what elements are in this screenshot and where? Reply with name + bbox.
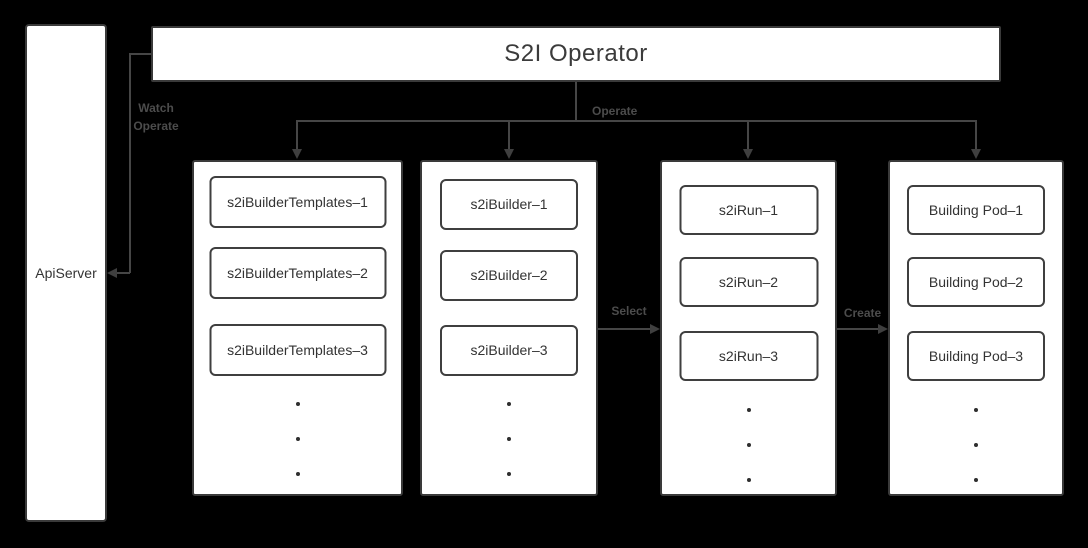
arrow-right-icon <box>650 324 660 334</box>
ellipsis-dots <box>507 402 511 476</box>
ellipsis-dot <box>507 472 511 476</box>
edge-watch-vertical <box>129 53 131 273</box>
node-s2i-builder-2: s2iBuilder–2 <box>440 250 578 301</box>
column-s2i-run: s2iRun–1 s2iRun–2 s2iRun–3 <box>660 160 837 496</box>
ellipsis-dot <box>746 478 751 482</box>
arrow-left-icon <box>107 268 117 278</box>
node-s2i-builder-templates-3: s2iBuilderTemplates–3 <box>209 324 386 376</box>
edge-select <box>598 328 651 330</box>
label-create: Create <box>843 306 882 320</box>
arrow-down-icon <box>743 149 753 159</box>
ellipsis-dot <box>295 402 300 406</box>
edge-drop-4 <box>975 120 977 150</box>
edge-create <box>837 328 879 330</box>
edge-drop-2 <box>508 120 510 150</box>
ellipsis-dots <box>746 408 751 482</box>
edge-drop-1 <box>296 120 298 150</box>
label-watch-operate: Watch Operate <box>121 99 191 135</box>
edge-operate-stub <box>575 82 577 122</box>
arrow-right-icon <box>878 324 888 334</box>
node-building-pod-2: Building Pod–2 <box>907 257 1045 307</box>
column-s2i-builder: s2iBuilder–1 s2iBuilder–2 s2iBuilder–3 <box>420 160 598 496</box>
s2i-operator-label: S2I Operator <box>504 40 648 67</box>
node-s2i-run-2: s2iRun–2 <box>679 257 818 307</box>
edge-watch-top-segment <box>130 53 151 55</box>
ellipsis-dot <box>974 478 978 482</box>
node-s2i-run-1: s2iRun–1 <box>679 185 818 235</box>
ellipsis-dot <box>746 408 751 412</box>
ellipsis-dots <box>295 402 300 476</box>
edge-operate-branch <box>296 120 977 122</box>
edge-drop-3 <box>747 120 749 150</box>
edge-watch-bottom-segment <box>116 272 130 274</box>
node-s2i-run-3: s2iRun–3 <box>679 331 818 381</box>
column-s2i-builder-templates: s2iBuilderTemplates–1 s2iBuilderTemplate… <box>192 160 403 496</box>
ellipsis-dot <box>974 408 978 412</box>
label-watch-line1: Watch <box>138 101 174 115</box>
ellipsis-dot <box>746 443 751 447</box>
column-building-pod: Building Pod–1 Building Pod–2 Building P… <box>888 160 1064 496</box>
ellipsis-dot <box>507 437 511 441</box>
label-select: Select <box>611 304 647 318</box>
api-server-box: ApiServer <box>25 24 107 522</box>
node-s2i-builder-templates-1: s2iBuilderTemplates–1 <box>209 176 386 228</box>
label-watch-line2: Operate <box>133 119 179 133</box>
ellipsis-dot <box>295 472 300 476</box>
ellipsis-dots <box>974 408 978 482</box>
label-operate: Operate <box>592 104 638 118</box>
s2i-operator-box: S2I Operator <box>151 26 1001 82</box>
arrow-down-icon <box>292 149 302 159</box>
node-building-pod-1: Building Pod–1 <box>907 185 1045 235</box>
ellipsis-dot <box>295 437 300 441</box>
node-s2i-builder-3: s2iBuilder–3 <box>440 325 578 376</box>
node-building-pod-3: Building Pod–3 <box>907 331 1045 381</box>
ellipsis-dot <box>507 402 511 406</box>
node-s2i-builder-1: s2iBuilder–1 <box>440 179 578 230</box>
node-s2i-builder-templates-2: s2iBuilderTemplates–2 <box>209 247 386 299</box>
api-server-label: ApiServer <box>35 265 97 281</box>
ellipsis-dot <box>974 443 978 447</box>
arrow-down-icon <box>504 149 514 159</box>
arrow-down-icon <box>971 149 981 159</box>
